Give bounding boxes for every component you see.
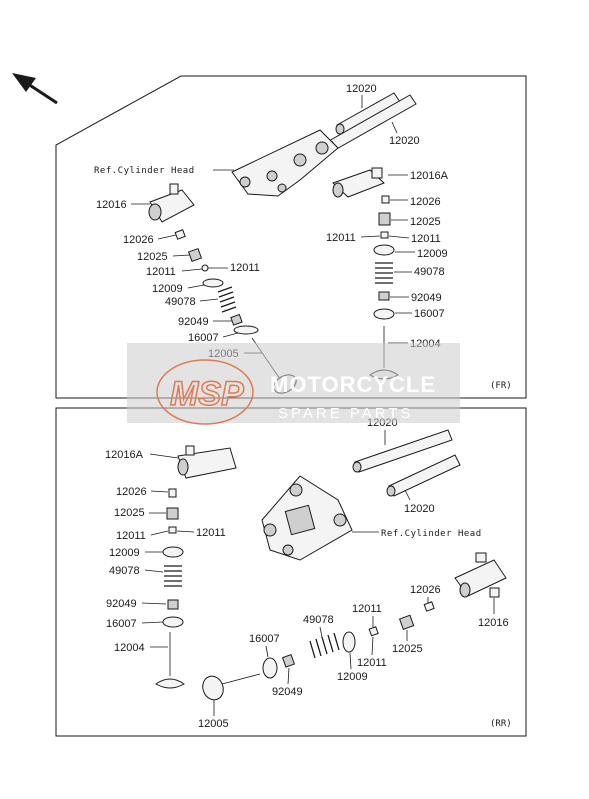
part-label: 12009 [109, 547, 140, 559]
part-label: 12026 [410, 584, 441, 596]
part-label: 12025 [114, 507, 145, 519]
watermark-line2: SPARE PARTS [278, 405, 414, 422]
cylinder-head-bracket-bottom [261, 475, 353, 561]
part-label: 49078 [303, 614, 334, 626]
part-label: 12011 [196, 527, 226, 539]
part-label: 12011 [116, 530, 146, 542]
part-label: 12016 [96, 199, 127, 211]
part-label: 12020 [389, 135, 420, 147]
valve-stack-left-bottom [155, 488, 185, 689]
labels-top: 12020 12020 Ref.Cylinder Head 12016A 120… [94, 83, 512, 391]
rocker-shafts-bottom [352, 429, 461, 497]
part-label: 16007 [414, 308, 445, 320]
valve-stack-right-bottom [202, 601, 435, 701]
rocker-arm-left-bottom [177, 445, 237, 479]
part-label: 12026 [123, 234, 154, 246]
part-label: 12011 [146, 266, 176, 278]
part-label: 12011 [411, 233, 441, 245]
part-label: 16007 [188, 332, 219, 344]
part-label: 12011 [326, 232, 356, 244]
part-label: 12004 [114, 642, 145, 654]
part-label: 16007 [249, 633, 280, 645]
part-label: 12026 [116, 486, 147, 498]
part-label: 12016A [105, 449, 144, 461]
cylinder-head-bracket-top [231, 129, 339, 197]
part-label: 12009 [152, 283, 183, 295]
ref-cylinder-head-label: Ref.Cylinder Head [94, 166, 195, 176]
part-label: 92049 [411, 292, 442, 304]
front-arrow-icon [12, 73, 58, 105]
rocker-arm-left-top [148, 183, 195, 223]
top-panel: 12020 12020 Ref.Cylinder Head 12016A 120… [55, 75, 527, 399]
part-label: 12025 [410, 216, 441, 228]
part-label: 12016A [410, 170, 449, 182]
watermark-logo-ring [156, 359, 254, 425]
part-label: 12026 [410, 196, 441, 208]
rocker-arm-right-bottom [454, 552, 507, 598]
part-label: 12025 [392, 643, 423, 655]
watermark-box [127, 343, 460, 423]
rear-cylinder-tag: (RR) [490, 719, 512, 729]
part-label: 12025 [137, 251, 168, 263]
part-label: 12009 [417, 248, 448, 260]
part-label: 12009 [337, 671, 368, 683]
bottom-panel: 12020 12020 12016A Ref.Cylinder Head 120… [55, 407, 527, 737]
part-label: 12016 [478, 617, 509, 629]
part-label: 12005 [198, 718, 229, 730]
part-label: 49078 [165, 296, 196, 308]
part-label: 12020 [404, 503, 435, 515]
part-label: 92049 [178, 316, 209, 328]
watermark-logo: MSP [170, 375, 244, 413]
watermark-line1: MOTORCYCLE [270, 372, 436, 397]
front-cylinder-tag: (FR) [490, 381, 512, 391]
part-label: 12020 [346, 83, 377, 95]
ref-cylinder-head-label: Ref.Cylinder Head [381, 529, 482, 539]
part-label: 49078 [414, 266, 445, 278]
labels-bottom: 12020 12020 12016A Ref.Cylinder Head 120… [105, 417, 512, 730]
part-label: 12011 [230, 262, 260, 274]
part-label: 92049 [106, 598, 137, 610]
part-label: 16007 [106, 618, 137, 630]
part-label: 49078 [109, 565, 140, 577]
part-label: 12011 [357, 657, 387, 669]
part-label: 92049 [272, 686, 303, 698]
part-label: 12011 [352, 603, 382, 615]
watermark: MSP MOTORCYCLE SPARE PARTS [127, 343, 460, 425]
